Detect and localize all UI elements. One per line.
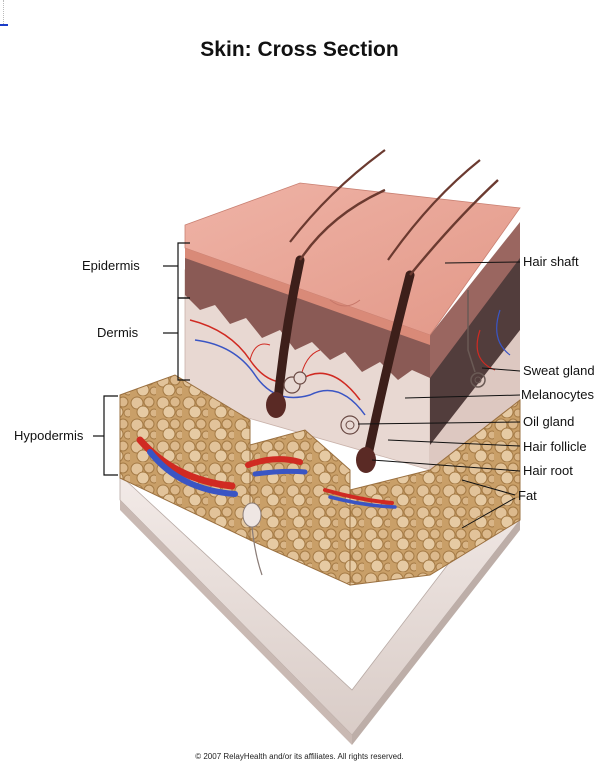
copyright-footer: © 2007 RelayHealth and/or its affiliates… <box>0 752 599 761</box>
label-oil-gland: Oil gland <box>523 414 574 429</box>
label-hair-follicle: Hair follicle <box>523 439 587 454</box>
fat-block-middle <box>250 430 350 585</box>
oil-gland <box>341 416 359 434</box>
label-dermis: Dermis <box>97 325 138 340</box>
label-hair-shaft: Hair shaft <box>523 254 579 269</box>
label-epidermis: Epidermis <box>82 258 140 273</box>
label-sweat-gland: Sweat gland <box>523 363 595 378</box>
label-melanocytes: Melanocytes <box>521 387 594 402</box>
label-hypodermis: Hypodermis <box>14 428 83 443</box>
label-fat: Fat <box>518 488 537 503</box>
label-hair-root: Hair root <box>523 463 573 478</box>
